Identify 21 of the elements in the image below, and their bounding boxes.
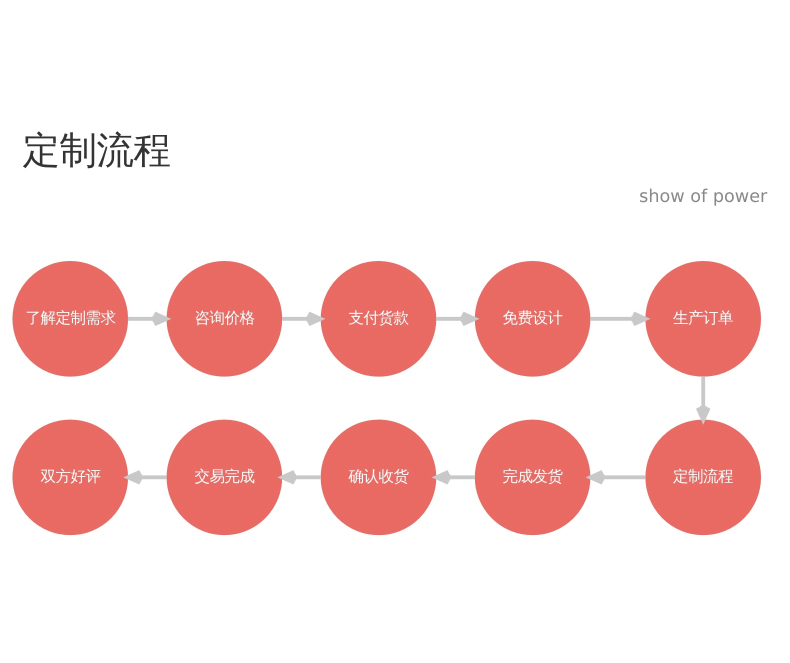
arrow [588, 470, 646, 485]
node-circle: 支付货款 [320, 261, 436, 377]
arrow [436, 311, 477, 326]
node-circle: 交易完成 [166, 420, 282, 536]
label: show of power [639, 186, 768, 207]
node-circle: 定制流程 [645, 420, 762, 536]
arrow [696, 376, 711, 422]
node-circle: 咨询价格 [166, 261, 282, 377]
node-circle: 了解定制需求 [12, 261, 128, 377]
node-circle: 免费设计 [474, 261, 590, 377]
arrow [590, 311, 648, 326]
arrow [280, 470, 321, 485]
node-circle: 完成发货 [474, 420, 590, 536]
arrow [434, 470, 475, 485]
node-circle: 确认收货 [320, 420, 436, 536]
diagram-title: 定制流程 [22, 128, 171, 172]
arrow [282, 311, 323, 326]
node-circle: 生产订单 [645, 261, 762, 377]
arrow [128, 311, 169, 326]
node-circle: 双方好评 [12, 420, 128, 536]
arrow [126, 470, 167, 485]
